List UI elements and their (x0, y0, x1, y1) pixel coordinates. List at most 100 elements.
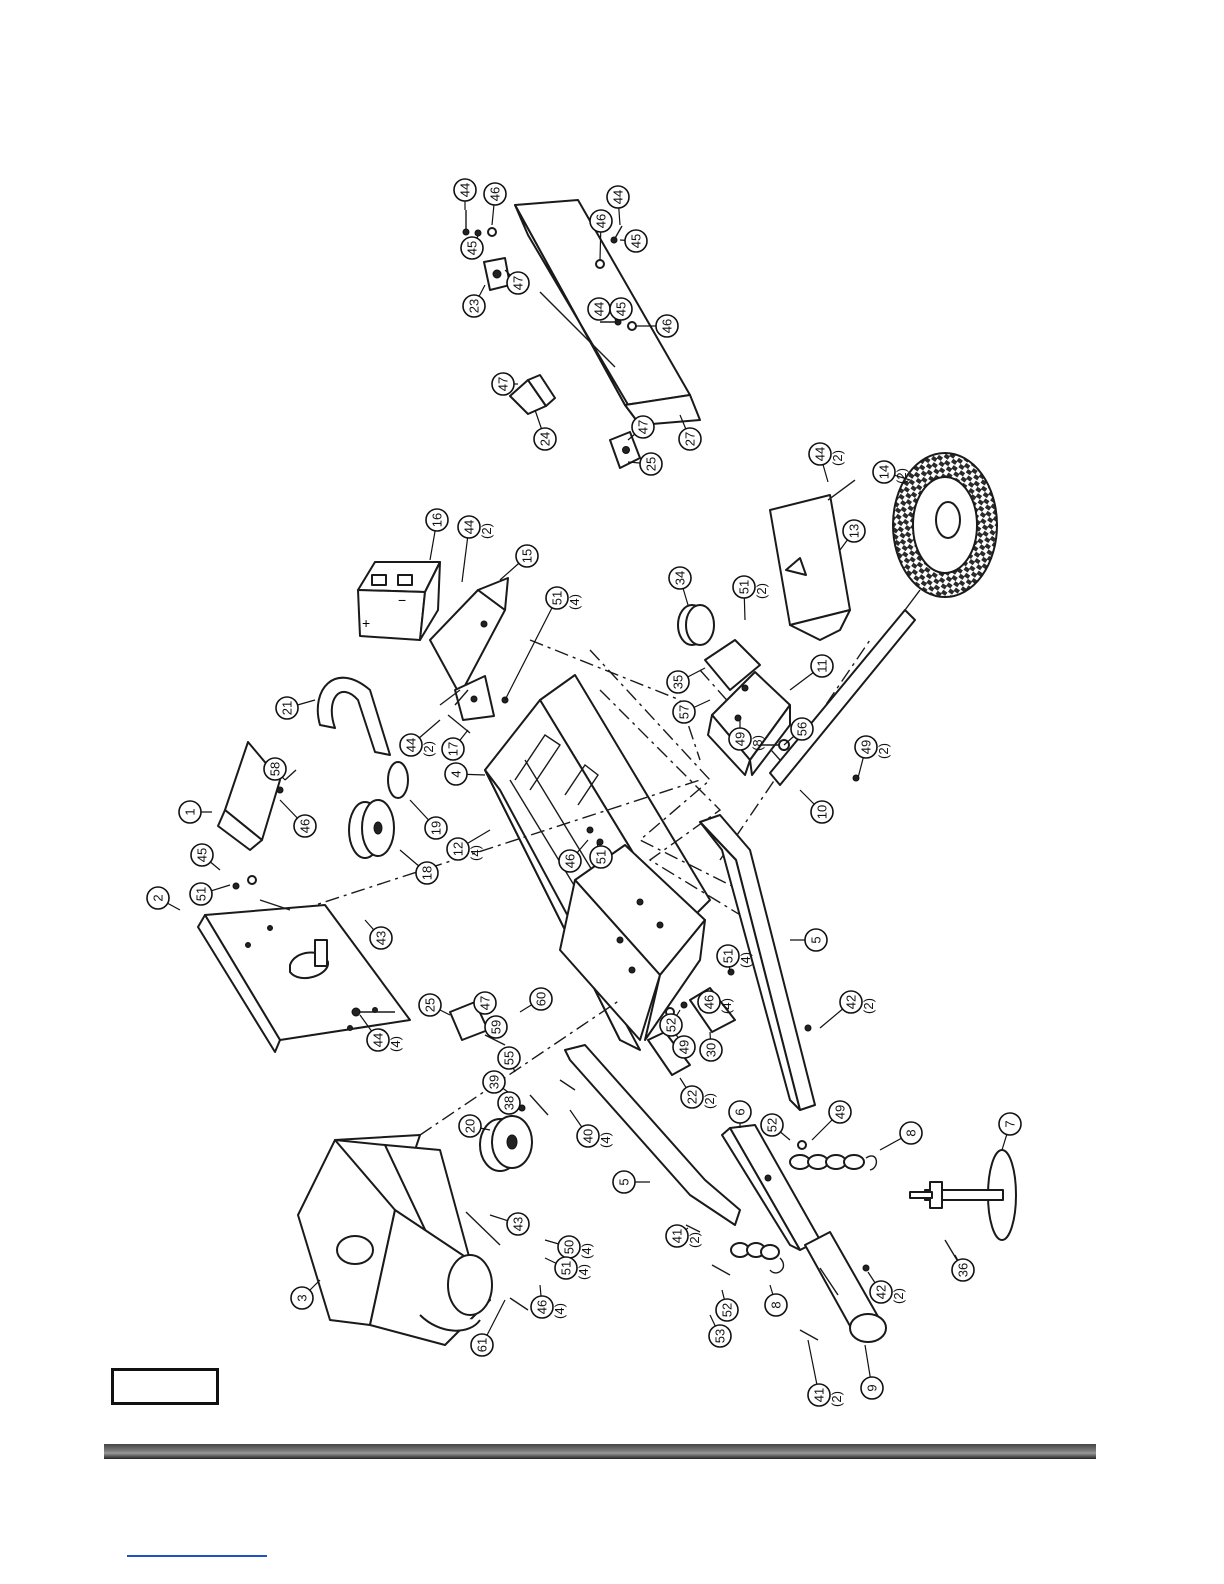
hitch-9 (804, 1231, 887, 1343)
callout-circle (678, 427, 702, 451)
pulley-19 (387, 761, 409, 799)
callout-circle (473, 991, 497, 1015)
callout-number: 52 (664, 1018, 679, 1032)
callout-number: 34 (673, 571, 688, 585)
bracket-17 (447, 675, 495, 734)
callout-53: 53 (708, 1314, 732, 1348)
callout-number: 44 (458, 183, 473, 197)
callout-number: 57 (677, 705, 692, 719)
callout-18: 18 (399, 849, 439, 885)
callout-circle (842, 519, 866, 543)
callout-circle (446, 837, 470, 861)
callout-circle (697, 990, 721, 1014)
pulley-18 (348, 799, 395, 859)
callout-7: 7 (998, 1112, 1022, 1151)
callout-42: 42(2) (867, 1271, 906, 1304)
callout-10: 10 (799, 789, 834, 824)
callout-circle (728, 1100, 752, 1124)
callout-1: 1 (178, 800, 212, 824)
callout-number: 1 (183, 808, 198, 815)
callout-circle (609, 297, 633, 321)
hardware-top (462, 210, 637, 331)
fender-13 (769, 494, 851, 641)
callout-45: 45 (190, 843, 221, 871)
callout-circle (497, 1046, 521, 1070)
callout-number: 46 (563, 854, 578, 868)
callout-circle (415, 861, 439, 885)
callout-number: 24 (538, 432, 553, 446)
callout-number: 59 (489, 1020, 504, 1034)
callout-15: 15 (499, 544, 539, 581)
callout-46: 46 (279, 799, 317, 838)
callout-51: 51(2) (732, 575, 769, 621)
callout-25: 25 (627, 452, 663, 476)
callout-circle (606, 185, 630, 209)
callout-circle (515, 544, 539, 568)
callout-circle (399, 733, 423, 757)
callout-number: 7 (1003, 1120, 1018, 1127)
callout-60: 60 (519, 987, 553, 1013)
callout-52: 52 (760, 1113, 791, 1141)
callout-circle (655, 314, 679, 338)
callout-circle (659, 1013, 683, 1037)
callout-number: 12 (451, 842, 466, 856)
callout-circle (418, 993, 442, 1017)
callout-circle (899, 1121, 923, 1145)
callout-3: 3 (290, 1279, 321, 1310)
callout-number: 46 (535, 1300, 550, 1314)
callout-number: 9 (865, 1384, 880, 1391)
callout-circle (839, 990, 863, 1014)
callout-47: 47 (491, 372, 518, 396)
callout-47: 47 (627, 415, 655, 441)
callout-circle (275, 696, 299, 720)
callout-number: 55 (502, 1051, 517, 1065)
callout-number: 44 (462, 520, 477, 534)
callout-number: 25 (423, 998, 438, 1012)
callout-number: 52 (765, 1118, 780, 1132)
callout-number: 47 (511, 276, 526, 290)
callout-8: 8 (764, 1284, 788, 1317)
callout-number: 35 (671, 675, 686, 689)
callout-quantity: (4) (468, 845, 483, 861)
parts-drawing: + − (197, 199, 1017, 1346)
callout-circle (860, 1376, 884, 1400)
callout-circle (483, 182, 507, 206)
jack-stand-7 (909, 1149, 1017, 1266)
callout-circle (631, 415, 655, 439)
callout-51: 51 (589, 842, 613, 869)
callout-circle (790, 717, 814, 741)
callout-circle (807, 1383, 831, 1407)
callout-27: 27 (678, 414, 702, 451)
callout-circle (808, 442, 832, 466)
callout-45: 45 (460, 235, 484, 260)
callout-quantity: (2) (891, 1288, 906, 1304)
callout-number: 43 (374, 931, 389, 945)
callout-number: 4 (449, 770, 464, 777)
callout-number: 42 (844, 995, 859, 1009)
callout-8: 8 (879, 1121, 923, 1151)
callout-circle (810, 800, 834, 824)
callout-circle (293, 814, 317, 838)
callout-circle (854, 735, 878, 759)
callout-46: 46(4) (697, 990, 734, 1014)
callout-9: 9 (860, 1344, 884, 1400)
callout-circle (665, 1224, 689, 1248)
callout-circle (491, 372, 515, 396)
callout-circle (680, 1085, 704, 1109)
callout-number: 43 (511, 1217, 526, 1231)
callout-45: 45 (619, 229, 648, 253)
pulley-20 (479, 1115, 533, 1172)
callout-number: 51 (550, 591, 565, 605)
callout-49: 49 (669, 1024, 696, 1059)
callout-55: 55 (497, 1046, 521, 1073)
callout-35: 35 (666, 667, 706, 694)
bracket-24 (509, 374, 556, 415)
callouts: 12345567889101112(4)1314(2)1516171819202… (146, 178, 1022, 1407)
footer-link-underline[interactable] (127, 1555, 267, 1557)
callout-number: 10 (815, 805, 830, 819)
callout-39: 39 (482, 1070, 509, 1094)
callout-circle (441, 737, 465, 761)
callout-number: 58 (268, 762, 283, 776)
callout-number: 45 (629, 234, 644, 248)
callout-number: 44 (404, 738, 419, 752)
